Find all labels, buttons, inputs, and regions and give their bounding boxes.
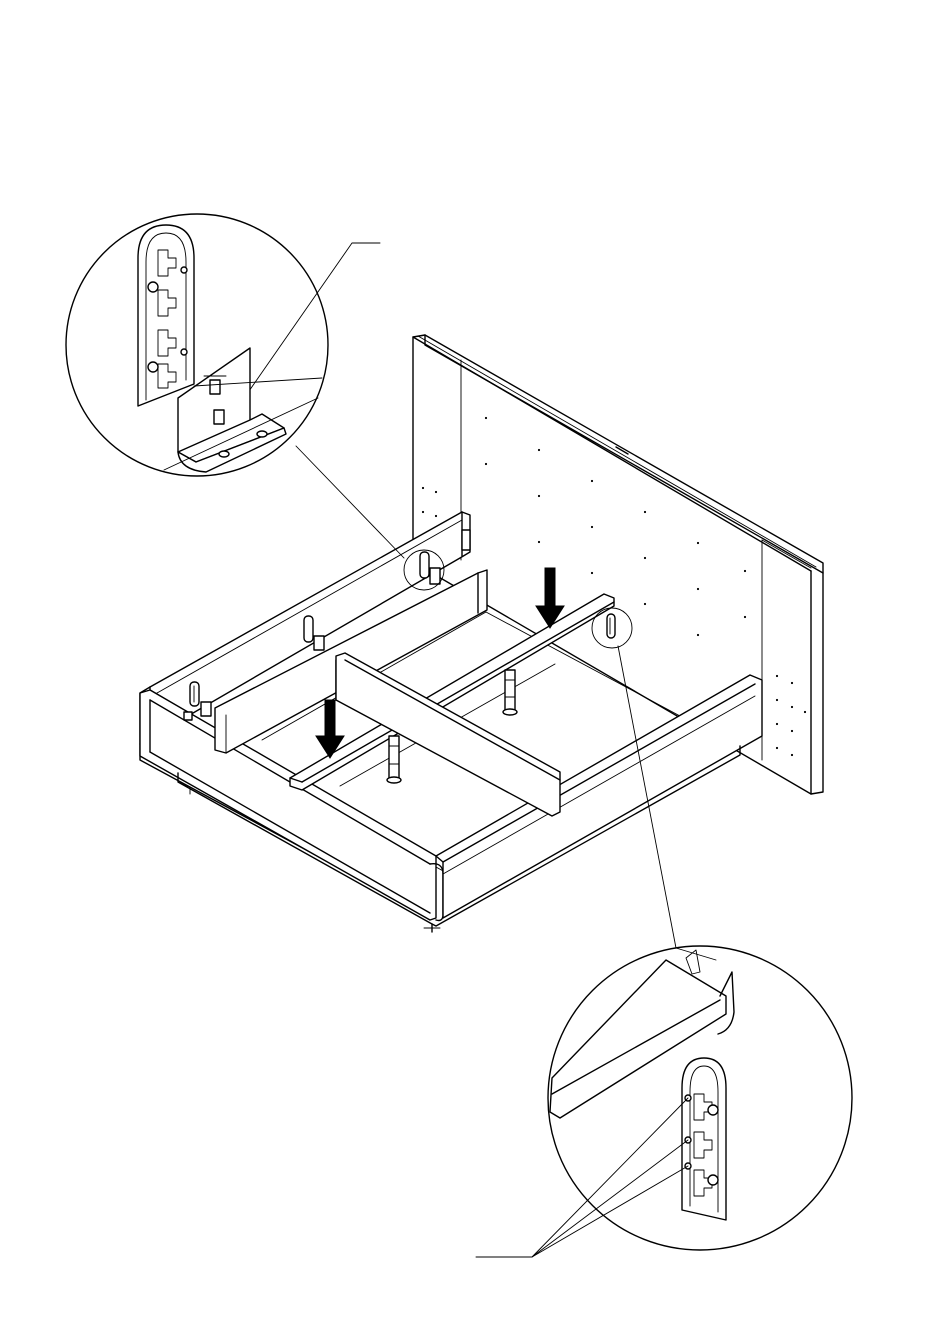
- detail-top-left: [66, 214, 380, 476]
- detail-bottom-right: [476, 946, 852, 1257]
- support-leg-right: [503, 670, 517, 715]
- support-leg-left: [387, 736, 401, 783]
- leader-line-top: [296, 446, 404, 558]
